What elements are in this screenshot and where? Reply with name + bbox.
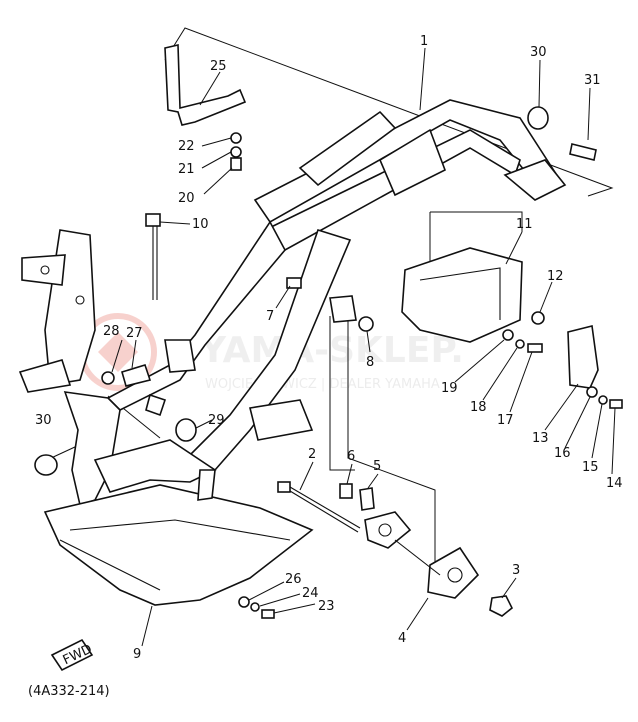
callout-30-front: 30 <box>35 413 52 428</box>
callout-16: 16 <box>554 446 571 461</box>
callout-13: 13 <box>532 431 549 446</box>
callout-20: 20 <box>178 191 195 206</box>
callout-5: 5 <box>373 459 381 474</box>
main-frame <box>18 99 567 606</box>
callout-14: 14 <box>606 476 623 491</box>
callout-19: 19 <box>441 381 458 396</box>
callout-30-rear: 30 <box>530 45 547 60</box>
leader-lines <box>111 47 616 647</box>
callout-25: 25 <box>210 59 227 74</box>
callout-6: 6 <box>347 449 355 464</box>
callout-4: 4 <box>398 631 406 646</box>
callout-2: 2 <box>308 447 316 462</box>
callout-9: 9 <box>133 647 141 662</box>
callout-21: 21 <box>178 162 195 177</box>
callout-26: 26 <box>285 572 302 587</box>
callout-29: 29 <box>208 413 225 428</box>
callout-8: 8 <box>366 355 374 370</box>
callout-12: 12 <box>547 269 564 284</box>
callout-17: 17 <box>497 413 514 428</box>
callout-23: 23 <box>318 599 335 614</box>
fwd-label: FWD <box>61 642 95 668</box>
callout-27: 27 <box>126 326 143 341</box>
watermark-tagline: WOJCIECHOWICZ | DEALER YAMAHA <box>205 377 440 392</box>
callout-31: 31 <box>584 73 601 88</box>
watermark-brand: YAMA-SKLEP. <box>199 330 464 371</box>
callout-18: 18 <box>470 400 487 415</box>
callout-28: 28 <box>103 324 120 339</box>
callout-22: 22 <box>178 139 195 154</box>
diagram-code: (4A332-214) <box>28 684 110 699</box>
callout-24: 24 <box>302 586 319 601</box>
fwd-badge: FWD <box>50 638 95 672</box>
callouts: 1 2 3 4 5 6 7 8 9 10 11 12 13 14 15 16 1… <box>35 34 623 662</box>
callout-11: 11 <box>516 217 533 232</box>
callout-15: 15 <box>582 460 599 475</box>
callout-1: 1 <box>420 34 428 49</box>
callout-3: 3 <box>512 563 520 578</box>
loose-parts <box>34 44 623 619</box>
callout-10: 10 <box>192 217 209 232</box>
callout-7: 7 <box>266 309 274 324</box>
